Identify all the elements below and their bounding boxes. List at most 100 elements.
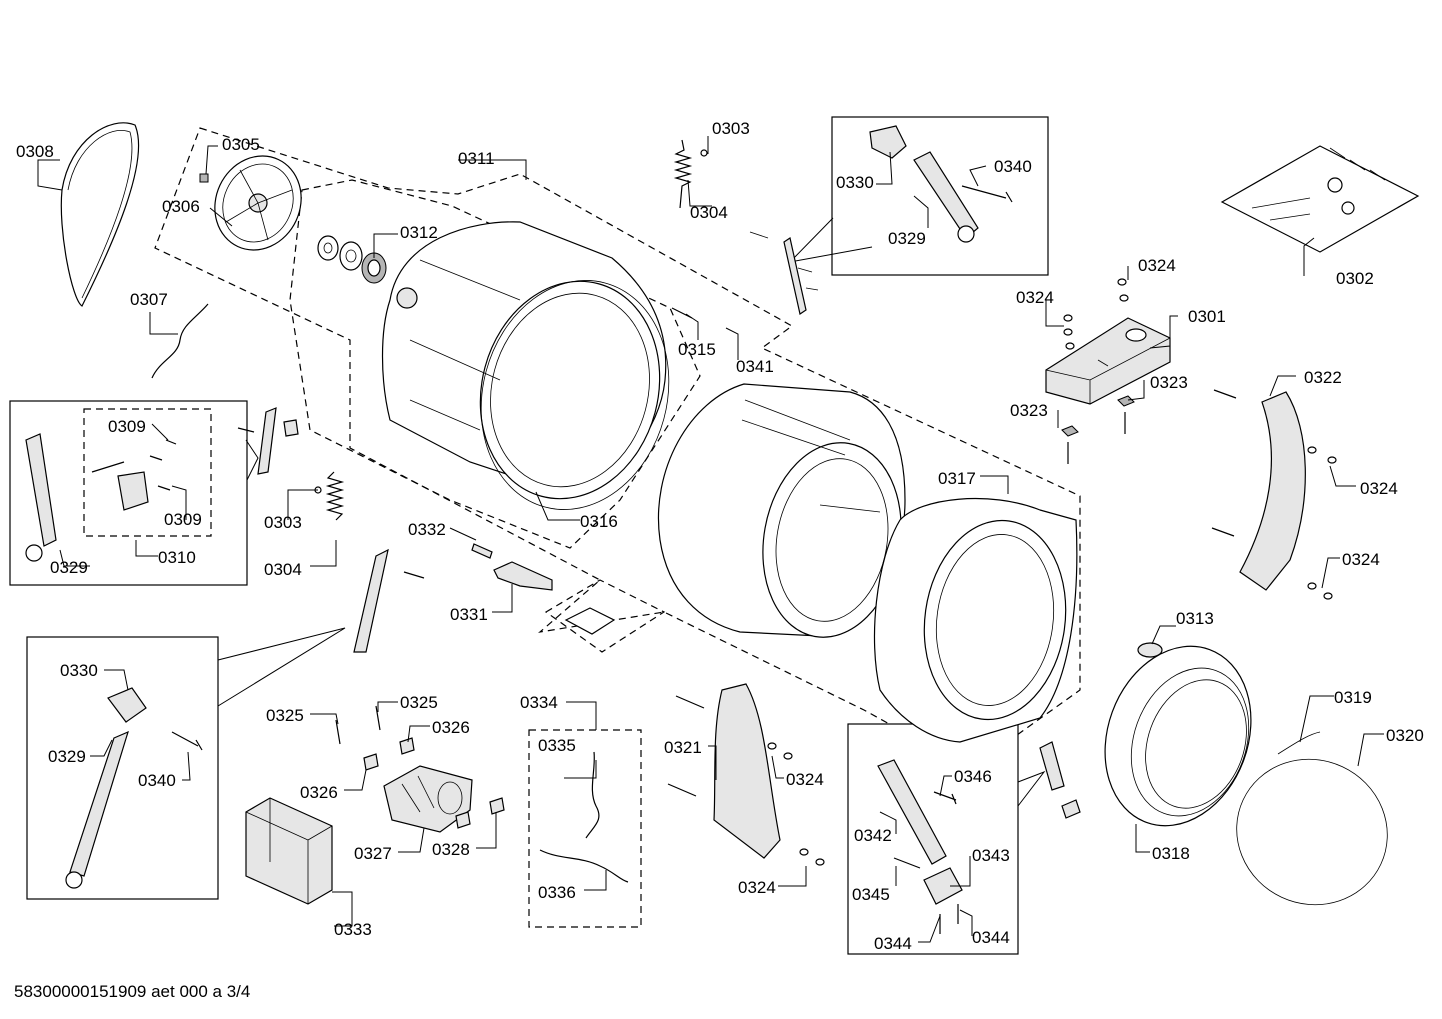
damper-0346-bolt — [933, 791, 957, 805]
door-gasket-icon — [1104, 645, 1252, 827]
label-0315: 0315 — [678, 340, 716, 359]
counterweight-top-icon — [1045, 317, 1171, 405]
label-0310: 0310 — [158, 548, 196, 567]
label-0304-left: 0304 — [264, 560, 302, 579]
label-0321: 0321 — [664, 738, 702, 757]
label-0319: 0319 — [1334, 688, 1372, 707]
label-0324-left: 0324 — [1016, 288, 1054, 307]
detail-shock-0329 — [69, 730, 129, 877]
tub-inner-boundary — [289, 179, 701, 549]
label-0308: 0308 — [16, 142, 54, 161]
left-kit-pointer — [245, 439, 259, 481]
heater-area-boundary — [544, 579, 666, 653]
label-0333: 0333 — [334, 920, 372, 939]
label-0304-top: 0304 — [690, 203, 728, 222]
tub-rear-icon — [381, 221, 667, 500]
counterweight-0321-bolts — [667, 695, 705, 797]
spring-top-washer-icon — [700, 149, 708, 157]
label-0342: 0342 — [854, 826, 892, 845]
clamp-ring-0320-icon — [1236, 758, 1388, 906]
label-0322: 0322 — [1304, 368, 1342, 387]
label-0306: 0306 — [162, 197, 200, 216]
left-kit-screws — [149, 439, 177, 491]
label-0331: 0331 — [450, 605, 488, 624]
label-0303-left: 0303 — [264, 513, 302, 532]
label-0329-detail: 0329 — [48, 747, 86, 766]
left-kit-shock-end — [25, 544, 43, 562]
damper-small-right-bracket — [1061, 799, 1081, 819]
label-0324-mid: 0324 — [786, 770, 824, 789]
label-0343: 0343 — [972, 846, 1010, 865]
label-0324-right-mid: 0324 — [1360, 479, 1398, 498]
label-0316: 0316 — [580, 512, 618, 531]
leader-lines — [37, 136, 1384, 943]
damper-callout-pointer — [1017, 770, 1046, 807]
label-0301: 0301 — [1188, 307, 1226, 326]
detail-bolt-0340 — [171, 731, 203, 751]
label-0309-a: 0309 — [108, 417, 146, 436]
bolt-0340-icon — [961, 185, 1013, 203]
spring-top-icon — [673, 139, 693, 209]
bracket-0330-icon — [869, 125, 907, 159]
label-0325-a: 0325 — [266, 706, 304, 725]
pulley-icon — [214, 155, 302, 251]
left-bracket-subkit-box — [83, 408, 212, 537]
electronic-module-icon — [245, 797, 333, 905]
tub-assembly-boundary — [154, 127, 1081, 743]
shock-small-bolt — [749, 231, 819, 291]
label-0309-b: 0309 — [164, 510, 202, 529]
heater-icon — [493, 561, 553, 591]
label-0320: 0320 — [1386, 726, 1424, 745]
screws-0325 — [335, 705, 381, 745]
label-0340-top: 0340 — [994, 157, 1032, 176]
washers-0324-left — [1063, 314, 1075, 350]
drum-icon — [657, 383, 906, 638]
foot-0326b — [399, 737, 415, 755]
label-0313: 0313 — [1176, 609, 1214, 628]
label-0311: 0311 — [458, 149, 495, 168]
clamp-0313-icon — [1137, 642, 1163, 658]
label-0326-a: 0326 — [432, 718, 470, 737]
screw-0305-icon — [199, 173, 209, 183]
washers-0324-top — [1117, 278, 1129, 302]
detail-bracket-0330 — [107, 687, 147, 723]
label-0323-right: 0323 — [1150, 373, 1188, 392]
right-weight-bolts — [1211, 389, 1237, 537]
label-0327: 0327 — [354, 844, 392, 863]
counterweight-0321-washers — [767, 742, 825, 866]
label-0344-a: 0344 — [874, 934, 912, 953]
spring-0319-icon — [1277, 731, 1321, 755]
label-0307: 0307 — [130, 290, 168, 309]
bolts-0323 — [1067, 412, 1126, 464]
cable-kit-box — [528, 729, 642, 928]
detail-shock-0329-end — [65, 871, 83, 889]
damper-small-right — [1039, 741, 1065, 791]
bearing-kit-icon — [317, 235, 387, 284]
left-kit-bracket-icon — [117, 471, 149, 511]
brush-0328 — [455, 797, 505, 829]
label-0330-detail: 0330 — [60, 661, 98, 680]
right-weight-washers — [1307, 446, 1337, 600]
label-0302: 0302 — [1336, 269, 1374, 288]
label-0336: 0336 — [538, 883, 576, 902]
counterweight-right-icon — [1239, 391, 1306, 591]
heater-label-plate — [564, 607, 616, 635]
motor-icon — [383, 765, 473, 833]
damper-0343-bracket — [923, 867, 963, 905]
label-0335: 0335 — [538, 736, 576, 755]
shock-detail-pointer — [217, 627, 346, 707]
cable-0336-icon — [539, 849, 629, 883]
sensor-wire-icon — [151, 303, 209, 379]
label-0318: 0318 — [1152, 844, 1190, 863]
cable-0335-icon — [585, 751, 600, 839]
label-0330-top: 0330 — [836, 173, 874, 192]
label-0334: 0334 — [520, 693, 558, 712]
shock-small-icon — [783, 237, 807, 315]
spring-left-icon — [325, 471, 345, 521]
tub-gasket-ring — [480, 280, 670, 510]
label-0345: 0345 — [852, 885, 890, 904]
left-kit-bolt — [91, 461, 125, 473]
shock-0329-icon — [913, 151, 979, 239]
shock-left-icon — [353, 548, 389, 653]
